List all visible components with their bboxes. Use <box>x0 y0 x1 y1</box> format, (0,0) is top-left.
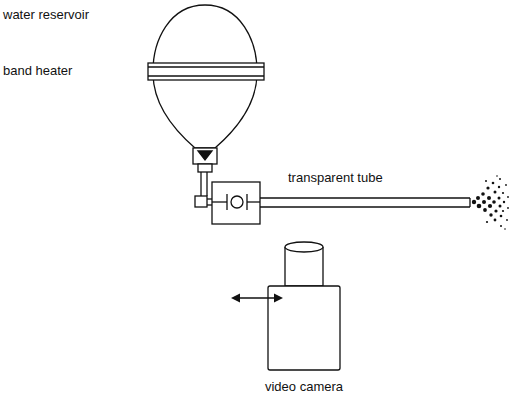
spray <box>472 175 509 230</box>
valve-symbol <box>226 194 227 210</box>
part-label: transparent tube <box>288 171 383 185</box>
camera-body <box>268 286 340 370</box>
pipe <box>206 172 207 196</box>
fitting <box>198 164 212 172</box>
transparent-tube <box>260 197 470 198</box>
band-heater-line <box>148 75 264 76</box>
valve-box <box>212 182 260 224</box>
band-heater <box>148 63 264 80</box>
transparent-tube <box>260 206 470 207</box>
pipe <box>207 204 212 205</box>
part-label: video camera <box>265 380 343 394</box>
pipe <box>207 198 212 199</box>
valve-symbol <box>247 201 260 202</box>
band-heater-line <box>148 66 264 67</box>
reservoir-neck <box>193 148 217 164</box>
camera-lens <box>285 247 323 286</box>
valve-triangle <box>198 151 212 160</box>
valve-symbol <box>231 196 243 208</box>
elbow <box>195 196 207 207</box>
part-label: band heater <box>3 64 72 78</box>
part-label: water reservoir <box>3 8 89 22</box>
pipe <box>200 172 201 196</box>
valve-symbol <box>212 201 227 202</box>
motion-arrow <box>231 294 283 303</box>
camera-lens-top <box>285 242 323 252</box>
tube-end <box>469 198 470 207</box>
